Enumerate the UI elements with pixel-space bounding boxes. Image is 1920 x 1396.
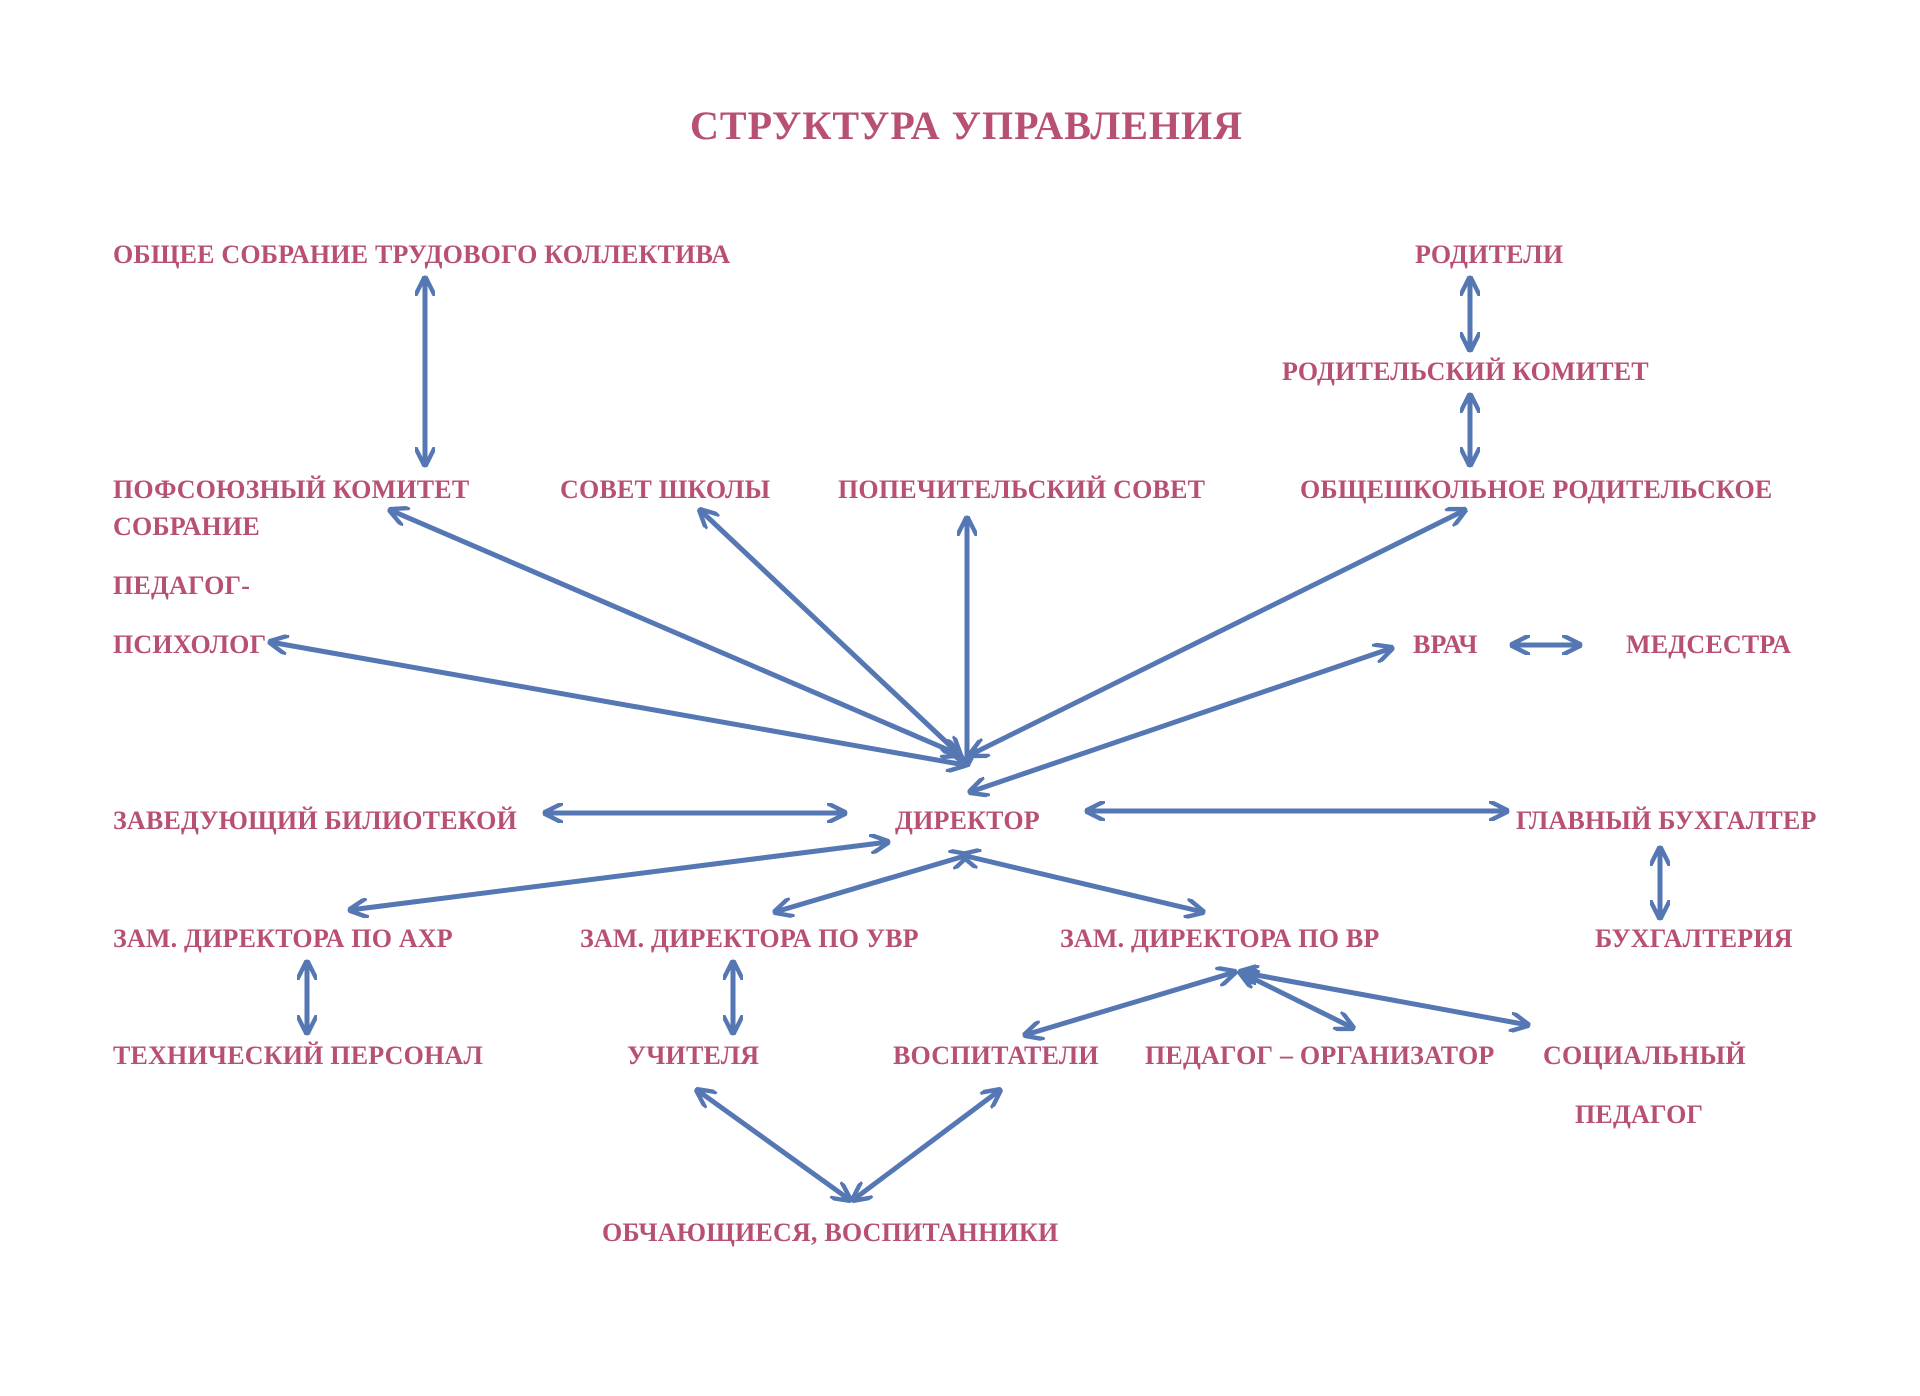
arrow-director-deputy-ahr (350, 842, 888, 910)
arrow-deputy-vr-social-pedagog (1240, 972, 1528, 1025)
node-deputy-uvr: ЗАМ. ДИРЕКТОРА ПО УВР (580, 924, 919, 953)
node-school-parent-meeting: ОБЩЕШКОЛЬНОЕ РОДИТЕЛЬСКОЕ (1300, 475, 1773, 504)
node-psychologist-line1: ПЕДАГОГ- (113, 571, 251, 600)
node-deputy-vr: ЗАМ. ДИРЕКТОРА ПО ВР (1060, 924, 1380, 953)
node-school-council: СОВЕТ ШКОЛЫ (560, 475, 771, 504)
node-trade-union: ПОФСОЮЗНЫЙ КОМИТЕТ (113, 475, 470, 504)
arrow-director-deputy-uvr (775, 855, 968, 912)
node-social-pedagog-line2: ПЕДАГОГ (1575, 1100, 1704, 1129)
node-board-trustees: ПОПЕЧИТЕЛЬСКИЙ СОВЕТ (838, 475, 1206, 504)
node-doctor: ВРАЧ (1413, 630, 1478, 659)
node-nurse: МЕДСЕСТРА (1626, 630, 1792, 659)
node-chief-accountant: ГЛАВНЫЙ БУХГАЛТЕР (1516, 806, 1817, 835)
node-librarian: ЗАВЕДУЮЩИЙ БИЛИОТЕКОЙ (113, 806, 518, 835)
node-parents: РОДИТЕЛИ (1415, 240, 1564, 269)
node-meeting-word: СОБРАНИЕ (113, 512, 260, 541)
arrow-director-trade-union (390, 510, 960, 755)
arrow-teachers-students (697, 1090, 850, 1200)
node-social-pedagog-line1: СОЦИАЛЬНЫЙ (1543, 1041, 1746, 1070)
arrow-educators-students (853, 1090, 1000, 1200)
arrow-director-psychologist (270, 642, 965, 765)
arrow-director-school-parent (970, 510, 1465, 755)
arrow-director-doctor (970, 648, 1392, 792)
arrow-director-school-council (700, 510, 960, 755)
node-psychologist-line2: ПСИХОЛОГ (113, 630, 267, 659)
node-accounting: БУХГАЛТЕРИЯ (1595, 924, 1793, 953)
node-director: ДИРЕКТОР (895, 806, 1040, 835)
node-parent-committee: РОДИТЕЛЬСКИЙ КОМИТЕТ (1282, 357, 1649, 386)
node-educators: ВОСПИТАТЕЛИ (893, 1041, 1099, 1070)
node-teachers: УЧИТЕЛЯ (627, 1041, 760, 1070)
node-students: ОБЧАЮЩИЕСЯ, ВОСПИТАННИКИ (602, 1218, 1059, 1247)
arrow-deputy-vr-educators (1025, 972, 1235, 1035)
connector-arrows (270, 275, 1660, 1200)
arrow-director-deputy-vr (962, 855, 1203, 912)
node-deputy-ahr: ЗАМ. ДИРЕКТОРА ПО АХР (113, 924, 453, 953)
node-technical-staff: ТЕХНИЧЕСКИЙ ПЕРСОНАЛ (113, 1041, 484, 1070)
page-title: СТРУКТУРА УПРАВЛЕНИЯ (690, 103, 1244, 148)
node-organizer: ПЕДАГОГ – ОРГАНИЗАТОР (1145, 1041, 1495, 1070)
node-general-meeting: ОБЩЕЕ СОБРАНИЕ ТРУДОВОГО КОЛЛЕКТИВА (113, 240, 731, 269)
